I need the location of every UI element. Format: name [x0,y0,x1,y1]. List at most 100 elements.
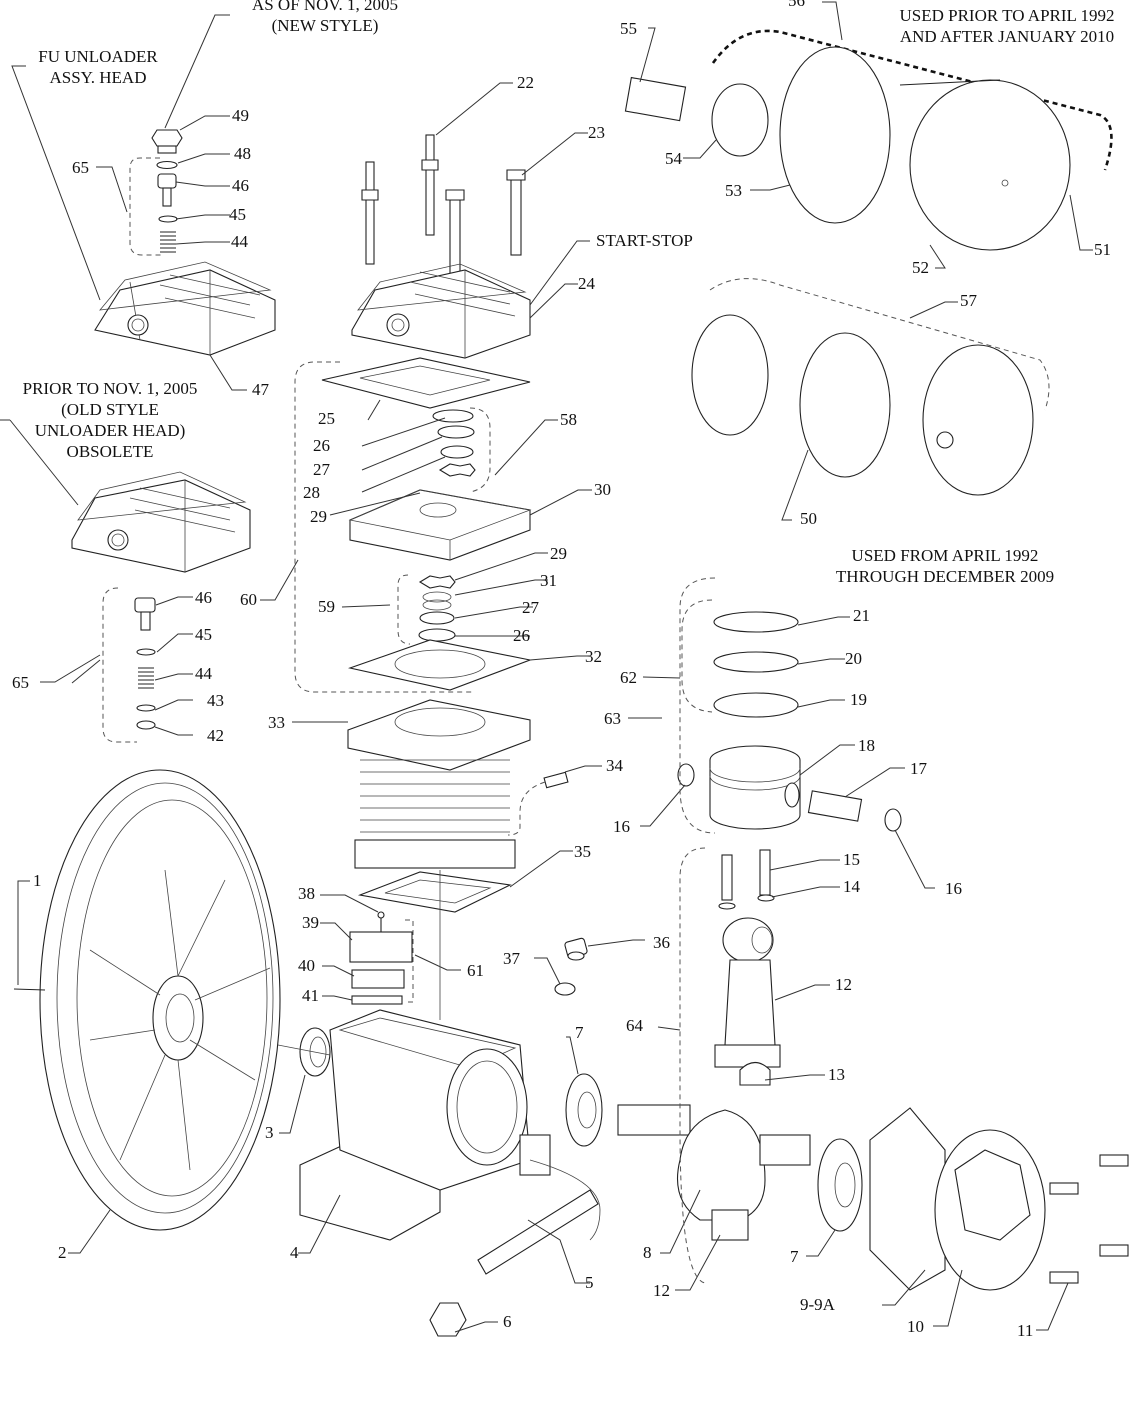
connecting-rod [714,917,781,1086]
bearing-cover [934,1129,1046,1291]
air-filter-housing [779,46,1071,251]
gasket-9 [869,1107,946,1291]
unloader-parts-stack-old [134,597,156,730]
callout-58: 58 [560,410,577,429]
callout-28: 28 [303,483,320,502]
callout-24: 24 [578,274,595,293]
gasket-25 [321,357,531,409]
callout-16-left: 16 [613,817,630,836]
intake-nipple [624,76,687,122]
callout-21: 21 [853,606,870,625]
flywheel [39,769,281,1231]
callout-12-lower: 12 [653,1281,670,1300]
callout-33: 33 [268,713,285,732]
callout-44-lower: 44 [195,664,212,683]
piston [709,745,801,830]
callout-30: 30 [594,480,611,499]
callout-17: 17 [910,759,927,778]
callout-29-upper: 29 [310,507,327,526]
unloader-parts-stack-new [151,129,183,253]
callout-40: 40 [298,956,315,975]
callout-27-upper: 27 [313,460,330,479]
callout-51: 51 [1094,240,1111,259]
callout-41: 41 [302,986,319,1005]
unloader-head-new-style [94,261,276,356]
callout-9-9a: 9-9A [800,1295,835,1314]
callout-43: 43 [207,691,224,710]
callout-52: 52 [912,258,929,277]
callout-48: 48 [234,144,251,163]
callout-16-right: 16 [945,879,962,898]
callout-46-lower: 46 [195,588,212,607]
note-old-style: PRIOR TO NOV. 1, 2005(OLD STYLE UNLOADER… [22,379,198,461]
cylinder [347,699,531,869]
reed-block [349,931,413,963]
callout-26-upper: 26 [313,436,330,455]
callout-37: 37 [503,949,520,968]
callout-4: 4 [290,1243,299,1262]
callout-15: 15 [843,850,860,869]
callout-65-lower: 65 [12,673,29,692]
callout-50: 50 [800,509,817,528]
callout-53: 53 [725,181,742,200]
callout-42: 42 [207,726,224,745]
callout-29-lower: 29 [550,544,567,563]
callout-1: 1 [33,871,42,890]
callout-60: 60 [240,590,257,609]
note-new-style: AS OF NOV. 1, 2005(NEW STYLE) [251,0,399,35]
callout-2: 2 [58,1243,67,1262]
crankcase [299,1009,551,1241]
callout-13: 13 [828,1065,845,1084]
callout-12-upper: 12 [835,975,852,994]
bolts-11 [1049,1154,1129,1284]
callout-44-upper: 44 [231,232,248,251]
callout-18: 18 [858,736,875,755]
callout-6: 6 [503,1312,512,1331]
valve-plate [348,489,532,561]
callout-20: 20 [845,649,862,668]
callout-10: 10 [907,1317,924,1336]
callout-49: 49 [232,106,249,125]
callout-39: 39 [302,913,319,932]
callout-38: 38 [298,884,315,903]
wrist-pin [807,790,863,822]
callout-64: 64 [626,1016,643,1035]
crankshaft [617,1104,811,1241]
callout-8: 8 [643,1243,652,1262]
gasket-35 [357,871,512,913]
callout-59: 59 [318,597,335,616]
cylinder-head-studs [361,134,526,281]
gasket-32 [347,639,532,691]
unloader-head-old-style [71,471,251,573]
callout-63: 63 [604,709,621,728]
callout-7-left: 7 [575,1023,584,1042]
callout-32: 32 [585,647,602,666]
callout-65-upper: 65 [72,158,89,177]
callout-36: 36 [653,933,670,952]
callout-5: 5 [585,1273,594,1292]
callout-11: 11 [1017,1321,1034,1340]
callout-3: 3 [265,1123,274,1142]
cylinder-head [351,263,531,359]
callout-27-lower: 27 [522,598,539,617]
label-start-stop: START-STOP [596,231,693,250]
callout-62: 62 [620,668,637,687]
callout-46-upper: 46 [232,176,249,195]
callout-7-right: 7 [790,1247,799,1266]
callout-23: 23 [588,123,605,142]
callout-22: 22 [517,73,534,92]
callout-25: 25 [318,409,335,428]
callout-14: 14 [843,877,860,896]
callout-34: 34 [606,756,623,775]
callout-57: 57 [960,291,977,310]
callout-61: 61 [467,961,484,980]
callout-56: 56 [788,0,805,10]
callout-55: 55 [620,19,637,38]
callout-54: 54 [665,149,682,168]
callout-19: 19 [850,690,867,709]
